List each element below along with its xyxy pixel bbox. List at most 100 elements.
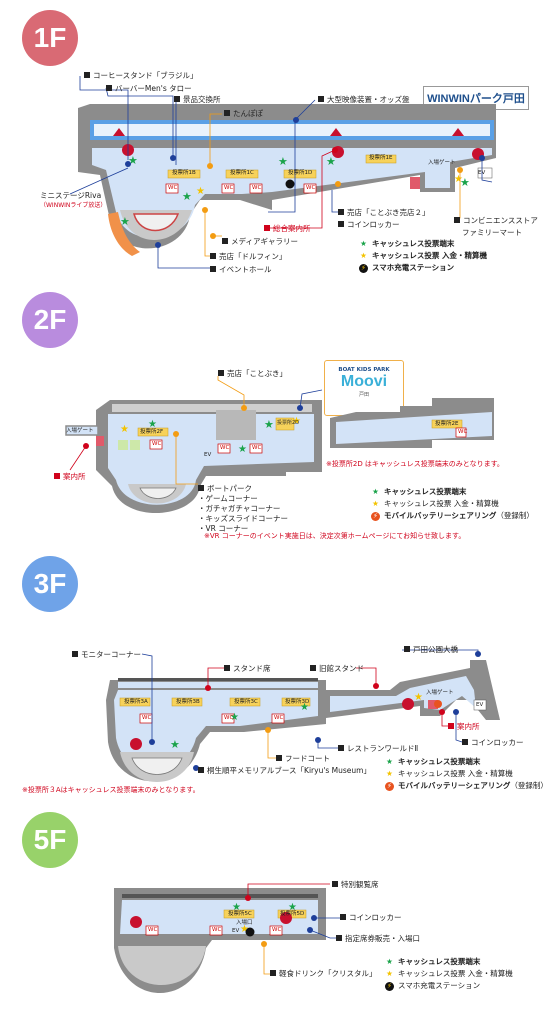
yellow-star-icon: ★ <box>372 499 379 508</box>
kids-area-header: ボートパーク <box>198 484 288 494</box>
label-kotobuki2: 売店「ことぶき売店２」 <box>338 208 430 218</box>
label-prize-exchange: 景品交換所 <box>174 95 221 105</box>
voting-booth-2f: 投票所2F <box>140 429 164 435</box>
kids-park-name: Moovi <box>340 373 388 390</box>
svg-text:★: ★ <box>240 924 249 935</box>
floor-map-3f: ★ ★ ★ ★ <box>106 649 500 782</box>
voting-booth-3c: 投票所3C <box>234 699 258 705</box>
svg-text:★: ★ <box>148 419 157 430</box>
label-coin-locker-3f: コインロッカー <box>462 738 524 748</box>
voting-booth-5c: 投票所5C <box>228 911 252 917</box>
entry-gate-2f: 入場ゲート <box>66 428 94 434</box>
label-old-stand: 旧館スタンド <box>310 664 364 674</box>
green-star-icon: ★ <box>372 487 379 496</box>
wc-3f-c: WC <box>274 715 284 721</box>
legend-1f: ★キャッシュレス投票端末 ★キャッシュレス投票 入金・精算機 ⚡スマホ充電ステー… <box>358 238 487 274</box>
svg-text:★: ★ <box>460 176 470 189</box>
label-media-gallery: メディアギャラリー <box>222 237 298 247</box>
legend-2f-deposit: ★キャッシュレス投票 入金・精算機 <box>370 498 534 510</box>
battery-share-icon: ⚡ <box>371 512 380 521</box>
wc-5f-b: WC <box>212 927 222 933</box>
legend-5f: ★キャッシュレス投票端末 ★キャッシュレス投票 入金・精算機 ⚡スマホ充電ステー… <box>384 956 513 992</box>
svg-text:★: ★ <box>120 215 130 228</box>
legend-3f-battery: ⚡モバイルバッテリーシェアリング（登録制） <box>384 780 548 792</box>
yellow-star-icon: ★ <box>360 251 367 260</box>
svg-text:★: ★ <box>326 155 336 168</box>
wc-1f-d: WC <box>306 185 316 191</box>
wc-5f-c: WC <box>272 927 282 933</box>
label-dolphin: 売店「ドルフィン」 <box>210 252 286 262</box>
voting-booth-2e: 投票所2E <box>435 421 459 427</box>
voting-booth-3b: 投票所3B <box>176 699 200 705</box>
battery-share-icon: ⚡ <box>385 782 394 791</box>
label-reserved-seat-sales: 指定席券販売・入場口 <box>336 934 420 944</box>
wc-2f-d: WC <box>458 429 468 435</box>
label-stand-seats: スタンド席 <box>224 664 271 674</box>
ev-2f: EV <box>204 452 212 458</box>
booth-3a-note: ※投票所３Aはキャッシュレス投票端末のみとなります。 <box>22 786 200 794</box>
label-tanpopo: たんぽぽ <box>224 109 263 119</box>
legend-1f-deposit: ★キャッシュレス投票 入金・精算機 <box>358 250 487 262</box>
wc-2f-c: WC <box>252 445 262 451</box>
svg-text:★: ★ <box>232 902 241 913</box>
svg-text:★: ★ <box>120 424 129 435</box>
label-big-screen: 大型映像装置・オッズ盤 <box>318 95 410 105</box>
label-restaurant-world: レストランワールドⅡ <box>338 744 418 754</box>
label-barber: バーバーMen's タロー <box>106 84 192 94</box>
label-family-mart: ファミリーマート <box>462 228 522 237</box>
legend-5f-cashless: ★キャッシュレス投票端末 <box>384 956 513 968</box>
kids-park-sub: 戸田 <box>358 392 369 398</box>
voting-booth-1b: 投票所1B <box>172 170 196 176</box>
svg-text:★: ★ <box>128 154 138 167</box>
wc-1f-a: WC <box>168 185 178 191</box>
wc-2f-a: WC <box>152 441 162 447</box>
label-kotobuki-shop: 売店「ことぶき」 <box>218 369 287 379</box>
wc-3f-a: WC <box>142 715 152 721</box>
vr-corner-note: ※VR コーナーのイベント実施日は、決定次第ホームページにてお知らせ致します。 <box>204 532 466 540</box>
svg-text:★: ★ <box>300 702 309 713</box>
wc-1f-b: WC <box>224 185 234 191</box>
voting-booth-1e: 投票所1E <box>369 155 393 161</box>
svg-text:★: ★ <box>454 174 463 185</box>
legend-1f-cashless: ★キャッシュレス投票端末 <box>358 238 487 250</box>
voting-booth-3a: 投票所3A <box>124 699 148 705</box>
floor-badge-1f: 1F <box>22 10 78 66</box>
floor-badge-2f: 2F <box>22 292 78 348</box>
label-kids-area: ボートパーク ・ゲームコーナー ・ガチャガチャコーナー ・キッズスライドコーナー… <box>198 484 288 534</box>
kids-area-item-slide: ・キッズスライドコーナー <box>198 514 288 523</box>
legend-5f-deposit: ★キャッシュレス投票 入金・精算機 <box>384 968 513 980</box>
label-coffee-stand: コーヒースタンド「ブラジル」 <box>84 71 197 81</box>
voting-booth-1d: 投票所1D <box>288 170 313 176</box>
svg-text:★: ★ <box>196 186 205 197</box>
ev-1f: EV <box>478 170 486 176</box>
svg-text:★: ★ <box>170 738 180 751</box>
voting-booth-3d: 投票所3D <box>285 699 310 705</box>
voting-booth-1c: 投票所1C <box>230 170 254 176</box>
floor-badge-3f: 3F <box>22 556 78 612</box>
kids-area-item-gacha: ・ガチャガチャコーナー <box>198 504 281 513</box>
label-crystal-drink: 軽食ドリンク「クリスタル」 <box>270 969 377 979</box>
svg-text:★: ★ <box>264 418 274 431</box>
boat-kids-park-logo: BOAT KIDS PARK Moovi 戸田 <box>324 360 404 416</box>
entry-gate-3f: 入場ゲート <box>426 690 454 696</box>
label-info-2f: 案内所 <box>54 472 86 482</box>
label-info-3f: 案内所 <box>448 722 480 732</box>
label-convenience-store: コンビニエンスストア <box>454 216 538 226</box>
kids-area-item-game: ・ゲームコーナー <box>198 494 258 503</box>
charging-station-icon: ⚡ <box>359 264 368 273</box>
voting-booth-2d: 投票所2D <box>277 420 300 426</box>
ev-3f: EV <box>476 702 484 708</box>
charging-station-icon: ⚡ <box>385 982 394 991</box>
label-food-court: フードコート <box>276 754 330 764</box>
svg-text:★: ★ <box>292 416 301 427</box>
label-special-seats: 特別観覧席 <box>332 880 379 890</box>
label-event-hall: イベントホール <box>210 265 272 275</box>
svg-text:★: ★ <box>288 902 297 913</box>
wc-3f-b: WC <box>224 715 234 721</box>
label-mini-stage: ミニステージRiva <box>40 191 102 200</box>
floor-map-1f: ★ ★ ★ ★ ★ ★ ★ ★ <box>69 76 496 269</box>
legend-2f-cashless: ★キャッシュレス投票端末 <box>370 486 534 498</box>
green-star-icon: ★ <box>360 239 367 248</box>
kids-park-title: BOAT KIDS PARK <box>338 367 390 373</box>
